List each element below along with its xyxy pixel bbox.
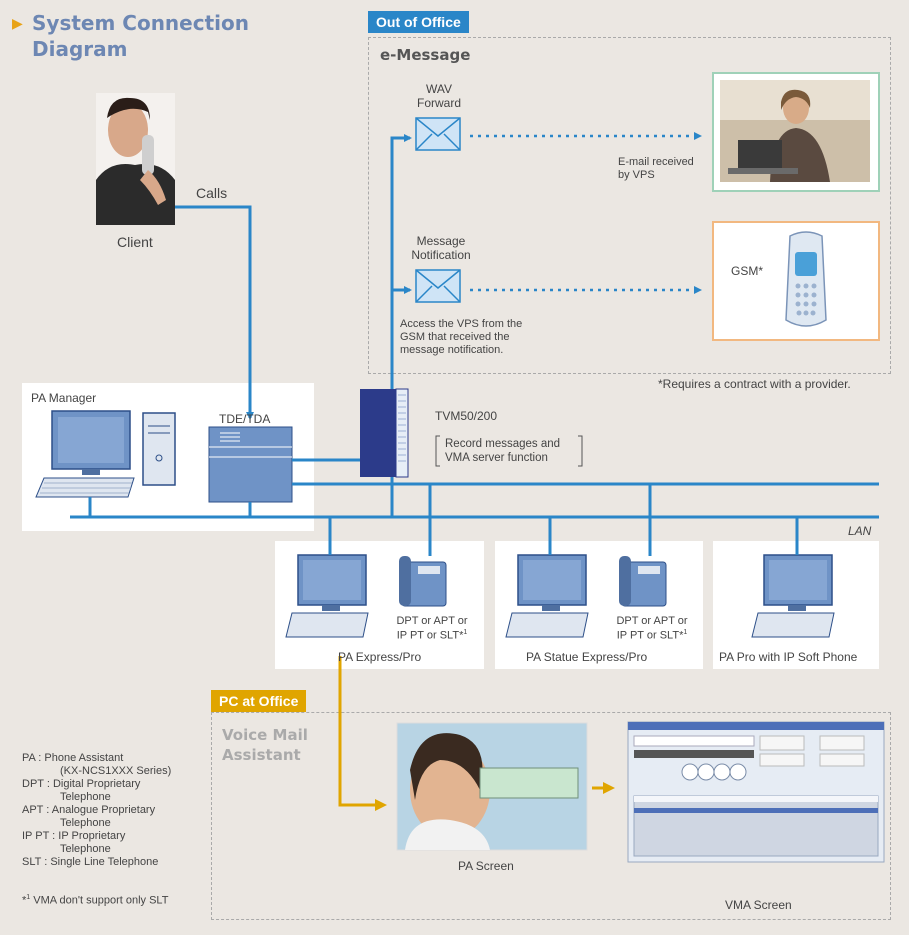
gsm-phone-icon: [785, 231, 827, 327]
title-line2: Diagram: [32, 37, 128, 61]
client-label: Client: [117, 234, 153, 250]
pc-at-office-box: [211, 712, 891, 920]
terminal-phone-label-1: DPT or APT or IP PT or SLT*1: [396, 615, 468, 642]
access-note: Access the VPS from the GSM that receive…: [400, 318, 523, 356]
vma-screen-window: [627, 721, 885, 863]
lan-label: LAN: [848, 524, 872, 538]
legend-cont: Telephone: [60, 791, 111, 803]
tvm-device-icon: [360, 388, 409, 478]
title-line1: System Connection: [32, 11, 249, 35]
email-received-label: E-mail received by VPS: [618, 156, 694, 181]
tvm-description: Record messages and VMA server function: [445, 438, 561, 464]
title-arrow-icon: ▶: [12, 16, 23, 32]
terminal-label-2: PA Statue Express/Pro: [526, 650, 648, 664]
legend-cont: Telephone: [60, 843, 111, 855]
terminal-pc-icon-1: [285, 554, 369, 638]
legend-cont: (KX-NCS1XXX Series): [60, 765, 172, 777]
footnote: *1 VMA don't support only SLT: [22, 894, 169, 907]
tvm-desc-bracket: [435, 435, 583, 467]
terminal-pc-icon-3: [751, 554, 835, 638]
tde-tda-device-icon: [208, 426, 293, 503]
terminal-phone-icon-2: [619, 556, 667, 607]
e-message-label: e-Message: [380, 46, 471, 64]
pa-manager-computer-icon: [35, 410, 176, 498]
client-photo: [96, 93, 175, 225]
gsm-label: GSM*: [731, 264, 764, 278]
diagram-title: ▶ System Connection Diagram: [12, 10, 249, 62]
voice-mail-assistant-label: Voice Mail Assistant: [222, 726, 308, 764]
legend-term: SLT : Single Line Telephone: [22, 856, 159, 868]
terminal-label-3: PA Pro with IP Soft Phone: [719, 650, 858, 664]
terminal-phone-icon-1: [399, 556, 447, 607]
contract-note: *Requires a contract with a provider.: [658, 377, 851, 391]
email-photo: [720, 80, 870, 182]
wav-forward-label: WAV Forward: [416, 82, 461, 110]
pa-manager-label: PA Manager: [31, 391, 97, 405]
tvm-label: TVM50/200: [435, 409, 498, 423]
message-notification-label: Message Notification: [411, 234, 471, 262]
out-of-office-box: [368, 37, 891, 374]
vma-screen-label: VMA Screen: [725, 898, 792, 912]
pa-screen-arrow: [338, 656, 387, 811]
wav-envelope-icon: [415, 117, 461, 151]
pc-at-office-tab: PC at Office: [211, 690, 307, 712]
legend-term: DPT : Digital Proprietary: [22, 778, 141, 790]
legend-cont: Telephone: [60, 817, 111, 829]
pa-screen-photo: [396, 722, 588, 851]
pa-screen-label: PA Screen: [458, 859, 514, 873]
out-of-office-tab: Out of Office: [368, 11, 469, 33]
legend-term: IP PT : IP Proprietary: [22, 830, 126, 842]
tde-tda-label: TDE/TDA: [219, 412, 271, 426]
calls-label: Calls: [196, 185, 228, 201]
notification-envelope-icon: [415, 269, 461, 303]
connection-lines: [70, 134, 879, 556]
legend-term: PA : Phone Assistant: [22, 752, 124, 764]
legend-term: APT : Analogue Proprietary: [22, 804, 156, 816]
abbreviation-legend: PA : Phone Assistant (KX-NCS1XXX Series)…: [22, 752, 171, 869]
terminal-pc-icon-2: [505, 554, 589, 638]
terminal-label-1: PA Express/Pro: [338, 650, 422, 664]
terminal-phone-label-2: DPT or APT or IP PT or SLT*1: [616, 615, 688, 642]
